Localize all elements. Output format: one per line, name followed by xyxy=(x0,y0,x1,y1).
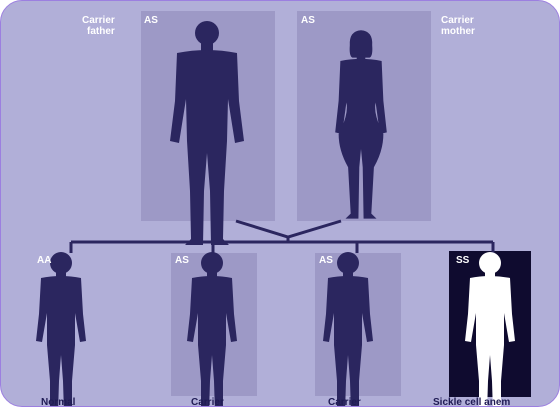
child-1-label: Normal xyxy=(41,397,75,407)
mother-label: Carrier mother xyxy=(441,15,475,37)
child-2-label: Carrier xyxy=(191,397,224,407)
child-1-figure xyxy=(36,252,86,407)
father-label-line1: Carrier xyxy=(81,15,115,26)
child-2-genotype: AS xyxy=(175,255,189,266)
child-4-label: Sickle cell anem xyxy=(433,397,510,407)
child-3-genotype: AS xyxy=(319,255,333,266)
child-1-genotype: AA xyxy=(37,255,51,266)
child-3-label: Carrier xyxy=(328,397,361,407)
mother-label-line2: mother xyxy=(441,26,475,37)
father-label: Carrier father xyxy=(81,15,115,37)
father-genotype: AS xyxy=(144,15,158,26)
father-label-line2: father xyxy=(81,26,115,37)
inheritance-lines xyxy=(71,221,493,253)
child-4-genotype: SS xyxy=(456,255,469,266)
mother-label-line1: Carrier xyxy=(441,15,475,26)
mother-genotype: AS xyxy=(301,15,315,26)
